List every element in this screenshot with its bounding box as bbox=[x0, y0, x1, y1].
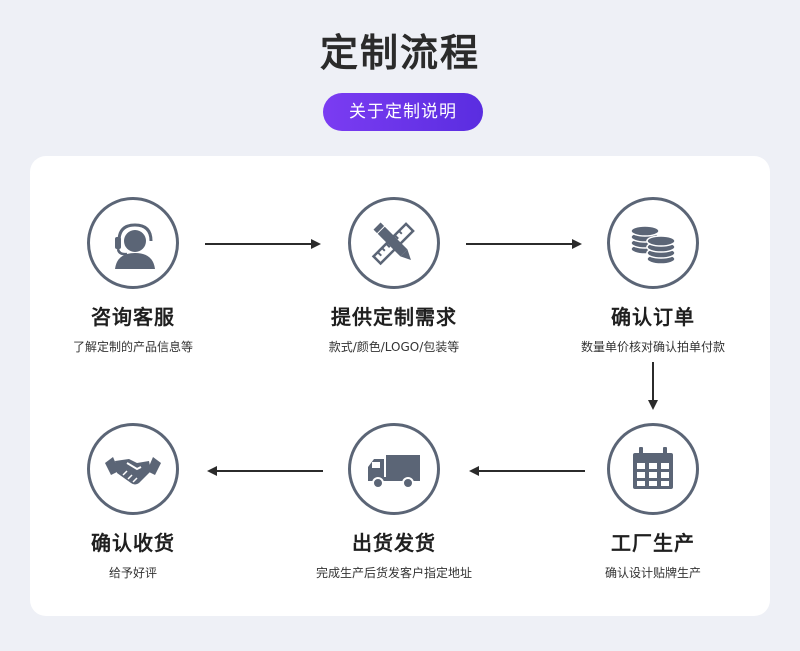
step-receive: 确认收货 给予好评 bbox=[43, 423, 223, 581]
step-icon-circle bbox=[607, 423, 699, 515]
step-description: 完成生产后货发客户指定地址 bbox=[315, 566, 472, 580]
arrow-down-icon bbox=[648, 362, 658, 410]
step-description: 款式/颜色/LOGO/包装等 bbox=[328, 340, 460, 354]
step-shipping: 出货发货 完成生产后货发客户指定地址 bbox=[304, 423, 484, 581]
step-description: 给予好评 bbox=[108, 566, 157, 580]
arrow-right-icon bbox=[205, 239, 321, 249]
step-icon-circle bbox=[607, 197, 699, 289]
customer-service-icon bbox=[115, 223, 155, 269]
arrow-left-icon bbox=[469, 466, 585, 476]
design-tools-icon bbox=[371, 222, 415, 266]
step-icon-circle bbox=[348, 197, 440, 289]
customization-info-button[interactable]: 关于定制说明 bbox=[323, 93, 483, 131]
arrow-right-icon bbox=[466, 239, 582, 249]
coins-icon bbox=[630, 225, 676, 265]
step-icon-circle bbox=[87, 197, 179, 289]
step-title: 咨询客服 bbox=[91, 305, 175, 329]
step-description: 数量单价核对确认拍单付款 bbox=[580, 340, 725, 354]
truck-icon bbox=[368, 455, 420, 489]
step-title: 出货发货 bbox=[352, 531, 436, 555]
step-icon-circle bbox=[348, 423, 440, 515]
step-title: 工厂生产 bbox=[611, 531, 695, 555]
calendar-icon bbox=[633, 447, 673, 489]
step-description: 确认设计贴牌生产 bbox=[604, 566, 701, 580]
step-title: 提供定制需求 bbox=[331, 305, 457, 329]
step-icon-circle bbox=[87, 423, 179, 515]
step-description: 了解定制的产品信息等 bbox=[72, 340, 193, 354]
step-title: 确认订单 bbox=[611, 305, 695, 329]
step-title: 确认收货 bbox=[91, 531, 175, 555]
step-confirm-order: 确认订单 数量单价核对确认拍单付款 bbox=[563, 197, 743, 355]
page-title: 定制流程 bbox=[319, 31, 480, 75]
step-consult: 咨询客服 了解定制的产品信息等 bbox=[43, 197, 223, 355]
arrow-left-icon bbox=[207, 466, 323, 476]
handshake-icon bbox=[105, 457, 161, 485]
step-requirements: 提供定制需求 款式/颜色/LOGO/包装等 bbox=[304, 197, 484, 355]
step-production: 工厂生产 确认设计贴牌生产 bbox=[563, 423, 743, 581]
